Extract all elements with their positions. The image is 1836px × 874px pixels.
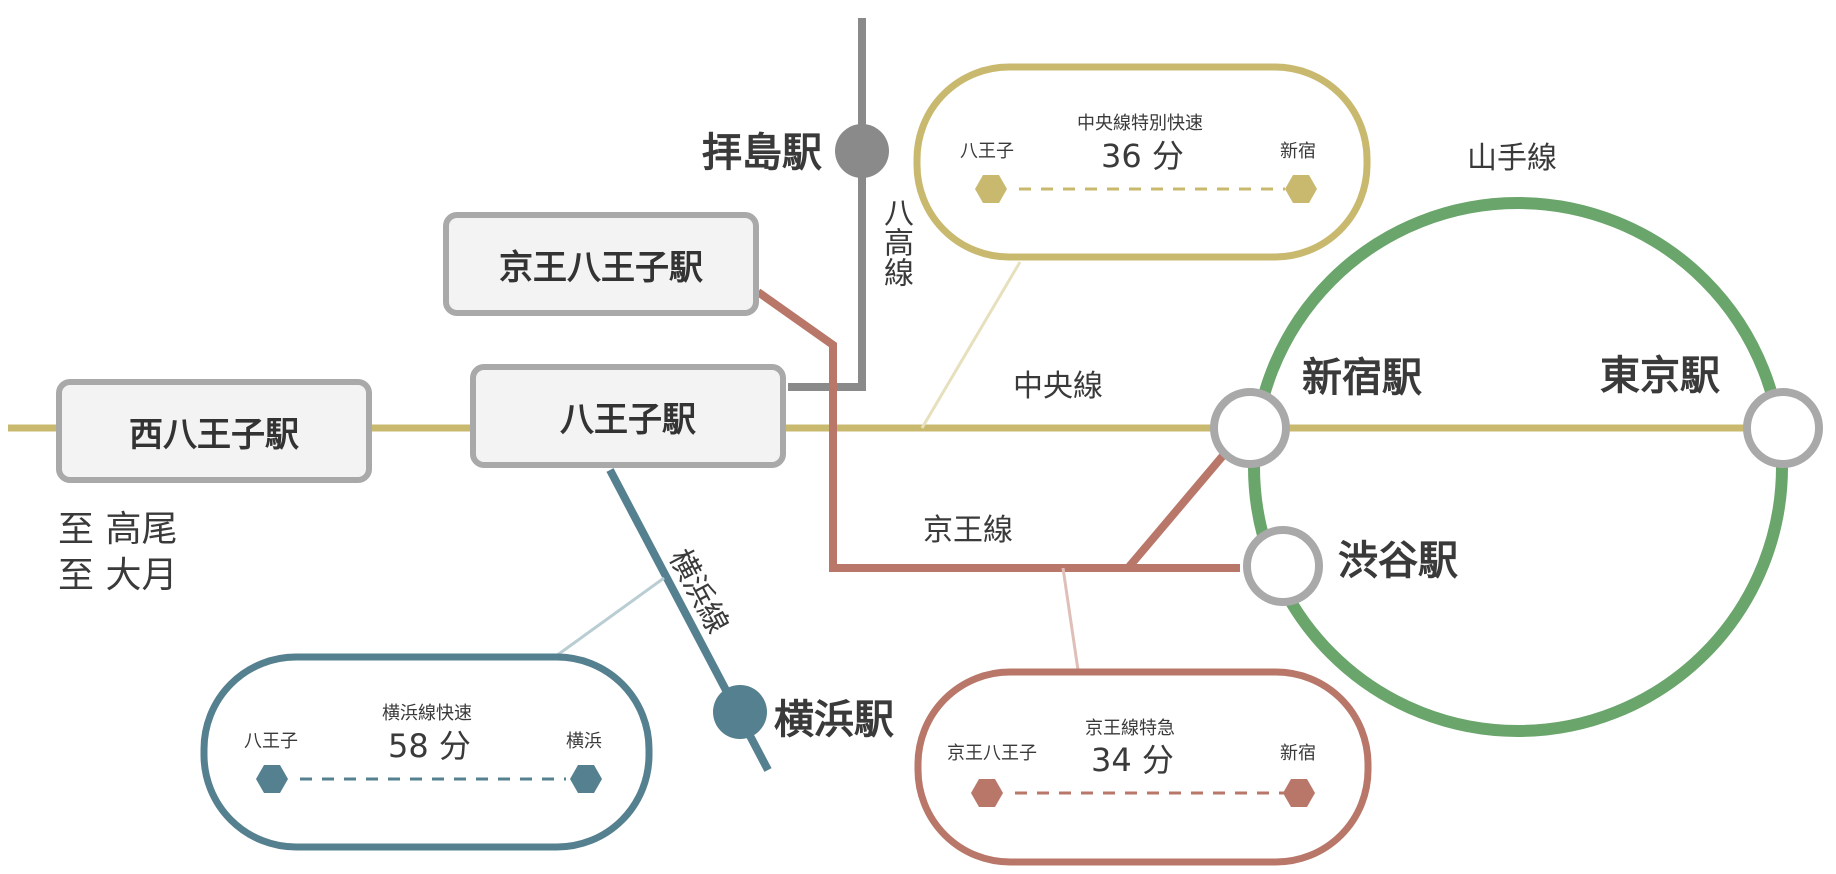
chuo-route-time: 36 分 <box>1101 137 1184 175</box>
haijima-station-dot <box>835 124 889 178</box>
keio-hachioji-station-label: 京王八王子駅 <box>499 247 703 288</box>
yokohama-route-from: 八王子 <box>244 731 298 752</box>
keio-callout-connector <box>1061 567 1080 671</box>
chuo-from-hexagon <box>975 175 1007 203</box>
keio-route-callout <box>914 668 1372 866</box>
keio-to-hexagon <box>1283 779 1315 807</box>
shibuya-station-label: 渋谷駅 <box>1338 538 1458 584</box>
chuo-callout-connector <box>920 261 1022 429</box>
chuo-route-to: 新宿 <box>1280 141 1316 162</box>
destination-otsuki: 至 大月 <box>58 555 178 596</box>
keio-route-from: 京王八王子 <box>947 743 1037 764</box>
keio-line-label: 京王線 <box>923 513 1013 548</box>
yokohama-callout-connector <box>555 576 665 658</box>
shinjuku-station-node <box>1210 388 1290 468</box>
chuo-route-from: 八王子 <box>960 141 1014 162</box>
yokohama-station-dot <box>713 685 767 739</box>
keio-hachioji-station-box: 京王八王子駅 <box>443 212 759 316</box>
chuo-route-callout <box>913 63 1371 261</box>
keio-from-hexagon <box>971 779 1003 807</box>
nishi-hachioji-station-box: 西八王子駅 <box>56 379 372 483</box>
chuo-route-name: 中央線特別快速 <box>1077 113 1203 134</box>
yokohama-route-to: 横浜 <box>566 731 602 752</box>
yokohama-to-hexagon <box>570 765 602 793</box>
destination-takao: 至 高尾 <box>58 509 178 550</box>
yamanote-line-loop <box>1248 197 1788 737</box>
keio-route-time: 34 分 <box>1091 741 1174 779</box>
yokohama-station-label: 横浜駅 <box>774 697 894 743</box>
hachioji-station-label: 八王子駅 <box>560 399 696 440</box>
tokyo-station-label: 東京駅 <box>1600 353 1720 399</box>
hachiko-line-label: 八高線 <box>878 197 913 287</box>
yokohama-from-hexagon <box>256 765 288 793</box>
keio-route-name: 京王線特急 <box>1085 718 1175 739</box>
nishi-hachioji-station-label: 西八王子駅 <box>129 414 299 455</box>
yokohama-route-name: 横浜線快速 <box>382 703 472 724</box>
shibuya-station-node <box>1243 526 1323 606</box>
yamanote-line-label: 山手線 <box>1467 141 1557 176</box>
keio-line-branch <box>1124 442 1236 571</box>
chuo-to-hexagon <box>1285 175 1317 203</box>
yokohama-route-callout <box>200 653 653 851</box>
keio-route-to: 新宿 <box>1280 743 1316 764</box>
tokyo-station-node <box>1743 388 1823 468</box>
hachiko-line-track <box>788 18 866 391</box>
shinjuku-station-label: 新宿駅 <box>1302 355 1422 401</box>
hachioji-station-box: 八王子駅 <box>470 364 786 468</box>
keio-line-track <box>755 288 1240 572</box>
haijima-station-label: 拝島駅 <box>702 130 822 176</box>
yokohama-route-time: 58 分 <box>388 727 471 765</box>
chuo-line-label: 中央線 <box>1013 369 1103 404</box>
